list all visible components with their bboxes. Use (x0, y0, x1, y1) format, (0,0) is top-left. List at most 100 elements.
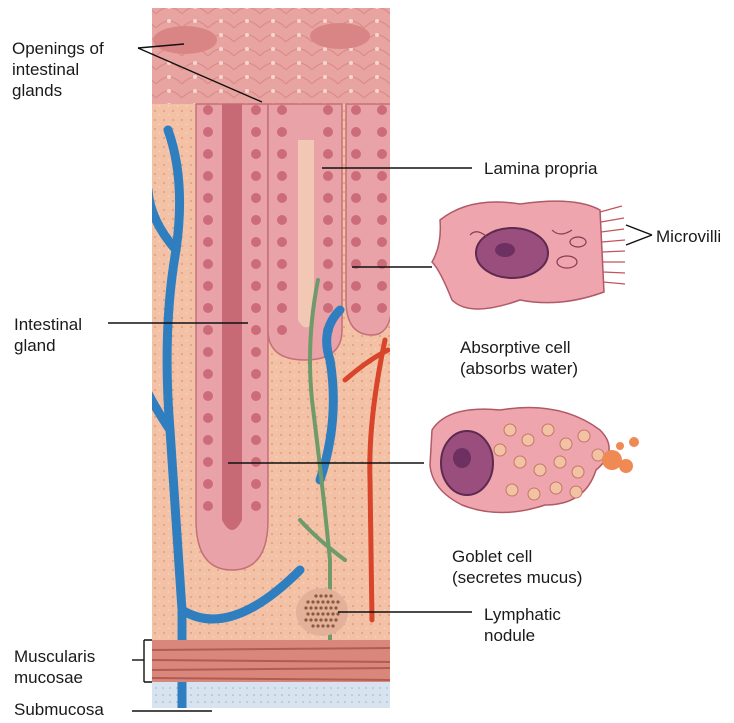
lymphocyte (324, 606, 327, 609)
gland-cell-nucleus (323, 193, 333, 203)
lymphocyte (319, 594, 322, 597)
lymphocyte (326, 612, 329, 615)
label-intestinal-gland: Intestinal gland (14, 314, 82, 356)
gland-cell-nucleus (277, 303, 287, 313)
gland-cell-nucleus (323, 303, 333, 313)
lymphocyte (309, 618, 312, 621)
label-lamina-propria: Lamina propria (484, 158, 597, 179)
gland-cell-nucleus (203, 325, 213, 335)
gland-cell-nucleus (203, 303, 213, 313)
lymphocyte (336, 612, 339, 615)
gland-cell-nucleus (251, 105, 261, 115)
lymphocyte (324, 618, 327, 621)
gland-cell-nucleus (351, 303, 361, 313)
gland-cell-nucleus (251, 413, 261, 423)
mucus-granule (570, 486, 582, 498)
gland-cell-nucleus (203, 193, 213, 203)
gland-cell-nucleus (377, 149, 387, 159)
gland-cell-nucleus (377, 215, 387, 225)
gland-cell-nucleus (203, 149, 213, 159)
gland-cell-nucleus (351, 127, 361, 137)
mucus-granule (550, 482, 562, 494)
label-microvilli: Microvilli (656, 226, 721, 247)
gland-cell-nucleus (203, 105, 213, 115)
gland-cell-nucleus (203, 391, 213, 401)
gland-cell-nucleus (377, 303, 387, 313)
gland-cell-nucleus (251, 457, 261, 467)
lymphocyte (311, 612, 314, 615)
gland-cell-nucleus (251, 501, 261, 511)
gland-cell-nucleus (251, 347, 261, 357)
lymphocyte (304, 606, 307, 609)
label-line: Submucosa (14, 699, 104, 720)
gland-cell-nucleus (323, 281, 333, 291)
leader-microvilli-2 (626, 235, 652, 245)
gland-cell-nucleus (203, 413, 213, 423)
gland-cell-nucleus (251, 281, 261, 291)
label-lymphatic-nodule: Lymphatic nodule (484, 604, 561, 646)
label-absorptive-cell: Absorptive cell (absorbs water) (460, 337, 578, 379)
label-line: gland (14, 335, 82, 356)
gland-cell-nucleus (251, 259, 261, 269)
gland-cell-nucleus (277, 127, 287, 137)
mucus-granule (494, 444, 506, 456)
lymphocyte (329, 618, 332, 621)
gland-cell-nucleus (377, 105, 387, 115)
gland-cell-nucleus (203, 171, 213, 181)
lymphocyte (304, 618, 307, 621)
label-goblet-cell: Goblet cell (secretes mucus) (452, 546, 582, 588)
gland-opening (153, 26, 217, 54)
gland-cell-nucleus (323, 215, 333, 225)
mucus-granule (522, 434, 534, 446)
label-line: intestinal (12, 59, 104, 80)
gland-cell-nucleus (323, 105, 333, 115)
gland-cell-nucleus (251, 127, 261, 137)
gland-cell-nucleus (251, 303, 261, 313)
label-line: (secretes mucus) (452, 567, 582, 588)
label-line: Lymphatic (484, 604, 561, 625)
microvilli-brush-border (600, 206, 625, 284)
lymphocyte (319, 618, 322, 621)
gland-cell-nucleus (351, 193, 361, 203)
lymphocyte (331, 624, 334, 627)
gland-cell-nucleus (251, 325, 261, 335)
lymphocyte (321, 612, 324, 615)
label-line: Goblet cell (452, 546, 582, 567)
gland-cell-nucleus (251, 435, 261, 445)
mucus-granule (504, 424, 516, 436)
gland-cell-nucleus (277, 281, 287, 291)
gland-cell-nucleus (377, 193, 387, 203)
label-line: Absorptive cell (460, 337, 578, 358)
gland-cell-nucleus (251, 215, 261, 225)
lymphocyte (334, 606, 337, 609)
leader-muscularis-bracket (144, 640, 152, 682)
lymphocyte (314, 618, 317, 621)
gland-cell-nucleus (323, 237, 333, 247)
gland-cell-nucleus (203, 435, 213, 445)
gland-cell-nucleus (351, 149, 361, 159)
gland-cell-nucleus (251, 193, 261, 203)
gland-cell-nucleus (251, 369, 261, 379)
mucus-granule (554, 456, 566, 468)
label-muscularis-mucosae: Muscularis mucosae (14, 646, 95, 688)
lymphocyte (314, 606, 317, 609)
gland-opening (310, 23, 370, 49)
gland-cell-nucleus (251, 171, 261, 181)
label-line: glands (12, 80, 104, 101)
mucus-granule (534, 464, 546, 476)
gland-cell-nucleus (203, 237, 213, 247)
gland-cell-nucleus (323, 259, 333, 269)
gland-cell-nucleus (323, 149, 333, 159)
lymphocyte (334, 618, 337, 621)
gland-cell-nucleus (277, 215, 287, 225)
gland-cell-nucleus (277, 105, 287, 115)
gland-cell-nucleus (377, 237, 387, 247)
gland-cell-nucleus (277, 259, 287, 269)
gland-cell-nucleus (277, 237, 287, 247)
lymphocyte (326, 600, 329, 603)
lymphocyte (329, 594, 332, 597)
mucus-granule (528, 488, 540, 500)
mucus-granule (514, 456, 526, 468)
